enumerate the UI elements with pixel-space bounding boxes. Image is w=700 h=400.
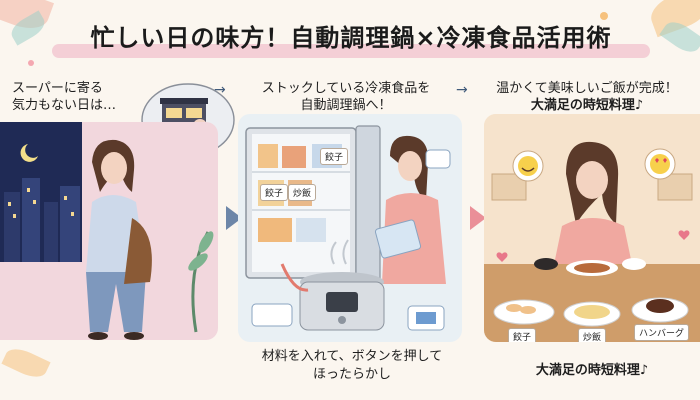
caption-line: 自動調理鍋へ！ [300,98,392,113]
caption-line: スーパーに寄る [12,81,103,96]
freezer-label: 餃子 [320,148,349,165]
caption-line: 大満足の時短料理♪ [535,363,649,378]
caption-line: ほったらかし [312,367,391,382]
moon-icon [20,144,38,162]
caption-line: ストックしている冷凍食品を [261,81,431,96]
chat-bubble-icon [425,149,451,169]
caption-line: 温かくて美味しいご飯が完成！ [496,81,678,96]
freezer-label: 炒飯 [288,184,317,201]
step-2-bottom-caption: 材料を入れて、ボタンを押して ほったらかし [240,348,464,384]
meal-scene [484,114,700,342]
caption-line: 気力もない日は… [12,98,117,113]
decor-dot [28,60,34,66]
panel-tired [0,122,218,340]
night-city-scene [0,122,214,340]
step-3-bottom-caption: 大満足の時短料理♪ [484,362,700,380]
page-title: 忙しい日の味方！自動調理鍋×冷凍食品活用術 [90,24,612,52]
decor-dot [600,12,608,20]
title-banner: 忙しい日の味方！自動調理鍋×冷凍食品活用術 [52,18,650,60]
step-arrow [470,206,486,230]
caption-line: 大満足の時短料理♪ [530,98,644,113]
step-3-caption: 温かくて美味しいご飯が完成！ 大満足の時短料理♪ [478,80,696,114]
step-1-caption: スーパーに寄る 気力もない日は… [12,80,116,114]
food-label: ハンバーグ [634,324,690,341]
title-highlight [52,44,650,58]
caption-arrow: → [456,82,468,98]
panel-freezer: 餃子 炒飯 餃子 [238,114,462,342]
freezer-label: 餃子 [260,184,289,201]
caption-line: 材料を入れて、ボタンを押して [261,349,443,364]
panel-meal: 餃子 炒飯 ハンバーグ [484,114,700,342]
heart-icon [496,252,508,262]
food-label: 炒飯 [578,328,607,342]
decor-leaf [1,343,51,383]
steam-icon [330,239,349,265]
freezer-scene [245,125,451,331]
caption-arrow: → [214,82,226,98]
food-label: 餃子 [508,328,537,342]
step-2-caption: ストックしている冷凍食品を 自動調理鍋へ！ [246,80,446,114]
